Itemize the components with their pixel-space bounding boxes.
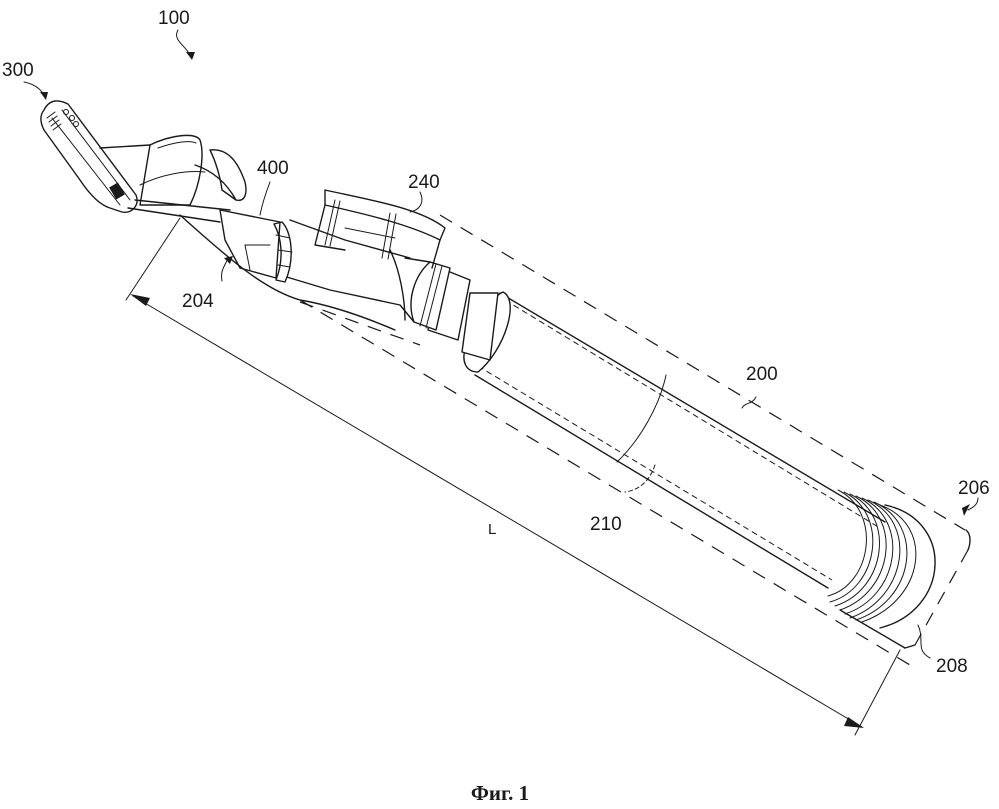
joint-dome [139, 134, 203, 206]
extension-line-left [125, 217, 181, 301]
label-210: 210 [590, 514, 622, 535]
leader-100 [176, 29, 191, 56]
extension-line-right [854, 649, 901, 736]
inner-member-boundary [616, 374, 667, 463]
figure-caption: Фиг. 1 [471, 781, 529, 805]
leader-200 [741, 396, 757, 409]
envelope-upper [439, 214, 966, 531]
leader-204 [221, 257, 229, 282]
head-assembly [40, 100, 247, 223]
neck-assembly [179, 209, 499, 361]
dimension-line [132, 295, 863, 728]
arrow-100-icon [186, 52, 195, 60]
arrowhead-left-icon [130, 294, 150, 306]
label-400: 400 [257, 158, 289, 179]
neck-upper-edge [289, 219, 411, 259]
threaded-end [827, 489, 936, 629]
leader-210 [624, 464, 656, 493]
arrow-300-icon [40, 92, 48, 100]
leader-206 [967, 497, 979, 511]
leader-400 [259, 181, 271, 216]
neck-lower-edge [179, 214, 396, 331]
tube-upper-edge [499, 292, 886, 523]
latch-paddle [209, 149, 247, 202]
arrow-204-icon [224, 256, 233, 264]
grip-cover [314, 189, 446, 269]
label-208: 208 [936, 656, 968, 677]
label-100: 100 [158, 8, 190, 29]
leader-208 [917, 624, 931, 659]
grip-cover-top [324, 189, 446, 241]
handle-body [299, 214, 971, 666]
head-hinge-mark [109, 182, 125, 200]
label-240: 240 [408, 172, 440, 193]
label-300: 300 [2, 60, 34, 81]
blade-head [40, 100, 138, 213]
arrowhead-right-icon [844, 717, 864, 728]
threaded-ring [410, 261, 451, 331]
dimension-line-L [125, 217, 901, 736]
tube-lower-edge [474, 374, 829, 589]
label-204: 204 [182, 291, 214, 312]
label-206: 206 [958, 478, 990, 499]
arrow-206-icon [962, 504, 970, 516]
end-cap-upper [965, 529, 971, 551]
label-200: 200 [746, 364, 778, 385]
leaders [23, 29, 979, 659]
leader-240 [409, 191, 423, 213]
head-teeth [46, 109, 79, 131]
reference-labels: 100 300 400 240 204 200 210 206 208 L [2, 8, 990, 677]
label-L: L [488, 521, 496, 538]
